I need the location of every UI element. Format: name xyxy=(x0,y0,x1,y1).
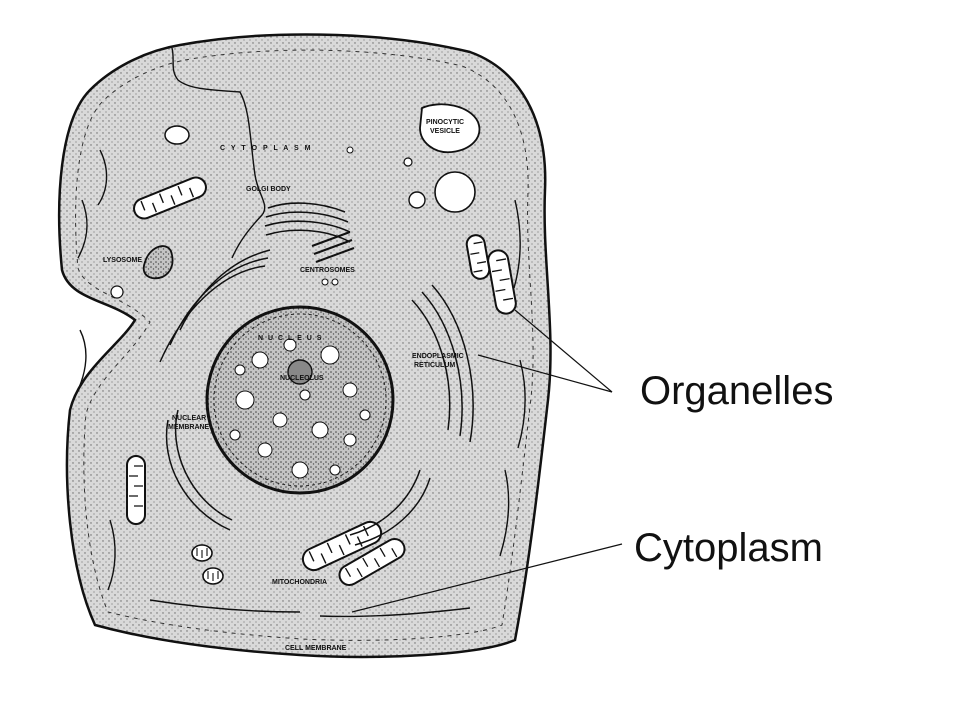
organelles-label: Organelles xyxy=(640,369,834,413)
chromatin xyxy=(229,338,371,479)
centriole xyxy=(321,278,329,286)
vacuole xyxy=(434,171,476,213)
pinocytic-vesicle xyxy=(419,103,481,154)
small-organelle xyxy=(164,125,190,145)
cytoplasm-inner-label: C Y T O P L A S M xyxy=(220,145,312,152)
golgi-body xyxy=(264,202,351,243)
pinocytic-label-2: VESICLE xyxy=(430,128,460,135)
centriole xyxy=(331,278,339,286)
vacuole xyxy=(403,157,413,167)
golgi-label: GOLGI BODY xyxy=(246,186,291,193)
mitochondrion xyxy=(191,544,213,562)
lysosome xyxy=(142,245,174,280)
nucleolus-label: NUCLEOLUS xyxy=(280,375,324,382)
organelles-pointer xyxy=(477,309,613,393)
vacuole xyxy=(346,146,354,154)
nuclear-membrane-label-1: NUCLEAR xyxy=(172,415,206,422)
mitochondrion xyxy=(487,249,517,315)
mitochondrion xyxy=(133,176,207,220)
mitochondrion xyxy=(126,455,146,525)
nucleus xyxy=(205,305,395,495)
lysosome-label: LYSOSOME xyxy=(103,257,142,264)
vacuole xyxy=(408,191,426,209)
cell-membrane-label: CELL MEMBRANE xyxy=(285,645,347,652)
membrane-fold xyxy=(171,47,266,259)
mitochondrion xyxy=(465,234,491,280)
mitochondrion xyxy=(202,567,224,585)
er-fragments xyxy=(77,149,526,618)
centrosomes xyxy=(311,231,355,263)
nuclear-membrane-label-2: MEMBRANE xyxy=(168,424,210,431)
er-label-2: RETICULUM xyxy=(414,362,455,369)
pinocytic-label-1: PINOCYTIC xyxy=(426,119,464,126)
er-label-1: ENDOPLASMIC xyxy=(412,353,464,360)
centrosomes-label: CENTROSOMES xyxy=(300,267,355,274)
nuclear-membrane-inner xyxy=(213,313,387,487)
cytoplasm-label: Cytoplasm xyxy=(634,526,823,570)
mitochondria-label: MITOCHONDRIA xyxy=(272,579,327,586)
vacuole xyxy=(110,285,124,299)
cell-membrane-inner xyxy=(75,49,534,641)
nucleus-label: N U C L E U S xyxy=(258,335,323,342)
nucleolus xyxy=(287,359,313,385)
cytoplasm-pointer xyxy=(351,543,623,613)
mitochondrion xyxy=(338,538,406,586)
endoplasmic-reticulum xyxy=(159,249,474,546)
mitochondrion xyxy=(301,520,383,572)
